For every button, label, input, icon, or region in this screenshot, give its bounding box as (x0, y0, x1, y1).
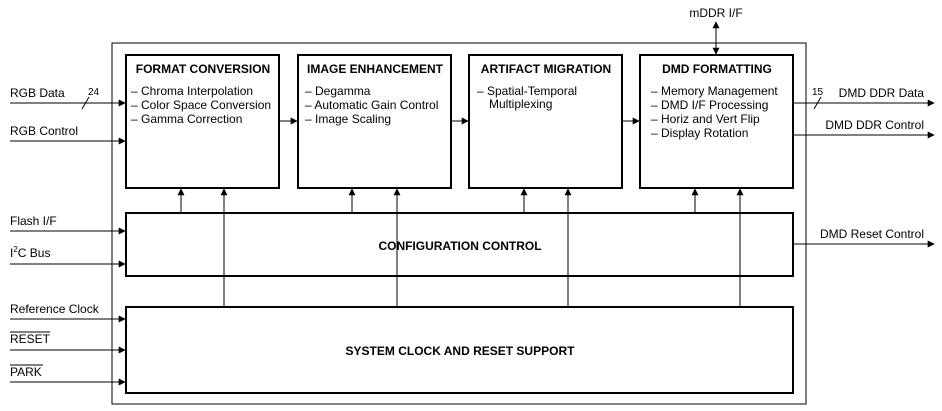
dmd-ddr-data-width-label: 15 (812, 87, 824, 98)
reset-label: RESET (10, 332, 51, 346)
artifact-migration-item: Multiplexing (489, 97, 552, 111)
bus-width-slash (813, 96, 822, 110)
image-enhancement-item: – Automatic Gain Control (305, 98, 438, 112)
format-conversion-block (125, 54, 280, 189)
i2c-bus-label: I2C Bus (10, 245, 50, 260)
configuration-control-title: CONFIGURATION CONTROL (378, 239, 541, 253)
image-enhancement-item: – Image Scaling (305, 112, 391, 126)
dmd-formatting-item: – DMD I/F Processing (651, 98, 768, 112)
artifact-migration-title: ARTIFACT MIGRATION (481, 62, 611, 76)
flash-if-label: Flash I/F (10, 214, 57, 228)
dmd-formatting-title: DMD FORMATTING (662, 62, 772, 76)
format-conversion-item: – Chroma Interpolation (131, 84, 253, 98)
image-enhancement-item: – Degamma (305, 84, 371, 98)
configuration-control-block (125, 212, 794, 277)
park-label: PARK (10, 365, 42, 379)
image-enhancement-block (297, 54, 452, 189)
rgb-control-label: RGB Control (10, 124, 78, 138)
artifact-migration-block (468, 54, 623, 189)
reference-clock-label: Reference Clock (10, 302, 100, 316)
rgb-data-width-label: 24 (88, 87, 100, 98)
dmd-ddr-data-label: DMD DDR Data (839, 86, 925, 100)
chip-boundary (111, 42, 807, 405)
dmd-reset-control-label: DMD Reset Control (820, 227, 924, 241)
bus-width-slash (81, 96, 90, 110)
image-enhancement-title: IMAGE ENHANCEMENT (307, 62, 444, 76)
rgb-data-label: RGB Data (10, 86, 65, 100)
system-clock-block (125, 306, 794, 394)
dmd-formatting-item: – Horiz and Vert Flip (651, 112, 760, 126)
artifact-migration-item: – Spatial-Temporal (477, 84, 577, 98)
dmd-ddr-control-label: DMD DDR Control (825, 118, 924, 132)
format-conversion-item: – Gamma Correction (131, 112, 242, 126)
mddr-if-label: mDDR I/F (689, 6, 742, 20)
format-conversion-title: FORMAT CONVERSION (136, 62, 270, 76)
system-clock-title: SYSTEM CLOCK AND RESET SUPPORT (346, 344, 576, 358)
format-conversion-item: – Color Space Conversion (131, 98, 271, 112)
dmd-formatting-item: – Display Rotation (651, 126, 748, 140)
dmd-formatting-block (639, 54, 794, 189)
dmd-formatting-item: – Memory Management (651, 84, 778, 98)
